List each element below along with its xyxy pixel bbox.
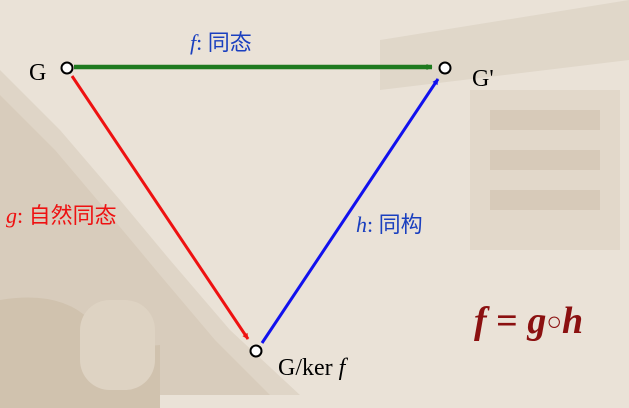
- node-label-g: G: [29, 60, 46, 86]
- label-h-isomorphism: h: 同构: [356, 212, 423, 238]
- node-quotient: [249, 344, 263, 358]
- node-label-quotient: G/ker f: [278, 355, 349, 381]
- node-g-prime: [438, 61, 452, 75]
- node-label-g-prime: G': [472, 66, 494, 92]
- node-g: [60, 61, 74, 75]
- label-g-natural-homomorphism: g: 自然同态: [6, 203, 117, 229]
- label-f-homomorphism: f: 同态: [190, 30, 252, 56]
- formula-f-equals-g-compose-h: f = g○h: [474, 300, 583, 342]
- arrow-h-isomorphism: [260, 78, 440, 344]
- arrow-g-natural-homomorphism: [70, 75, 250, 340]
